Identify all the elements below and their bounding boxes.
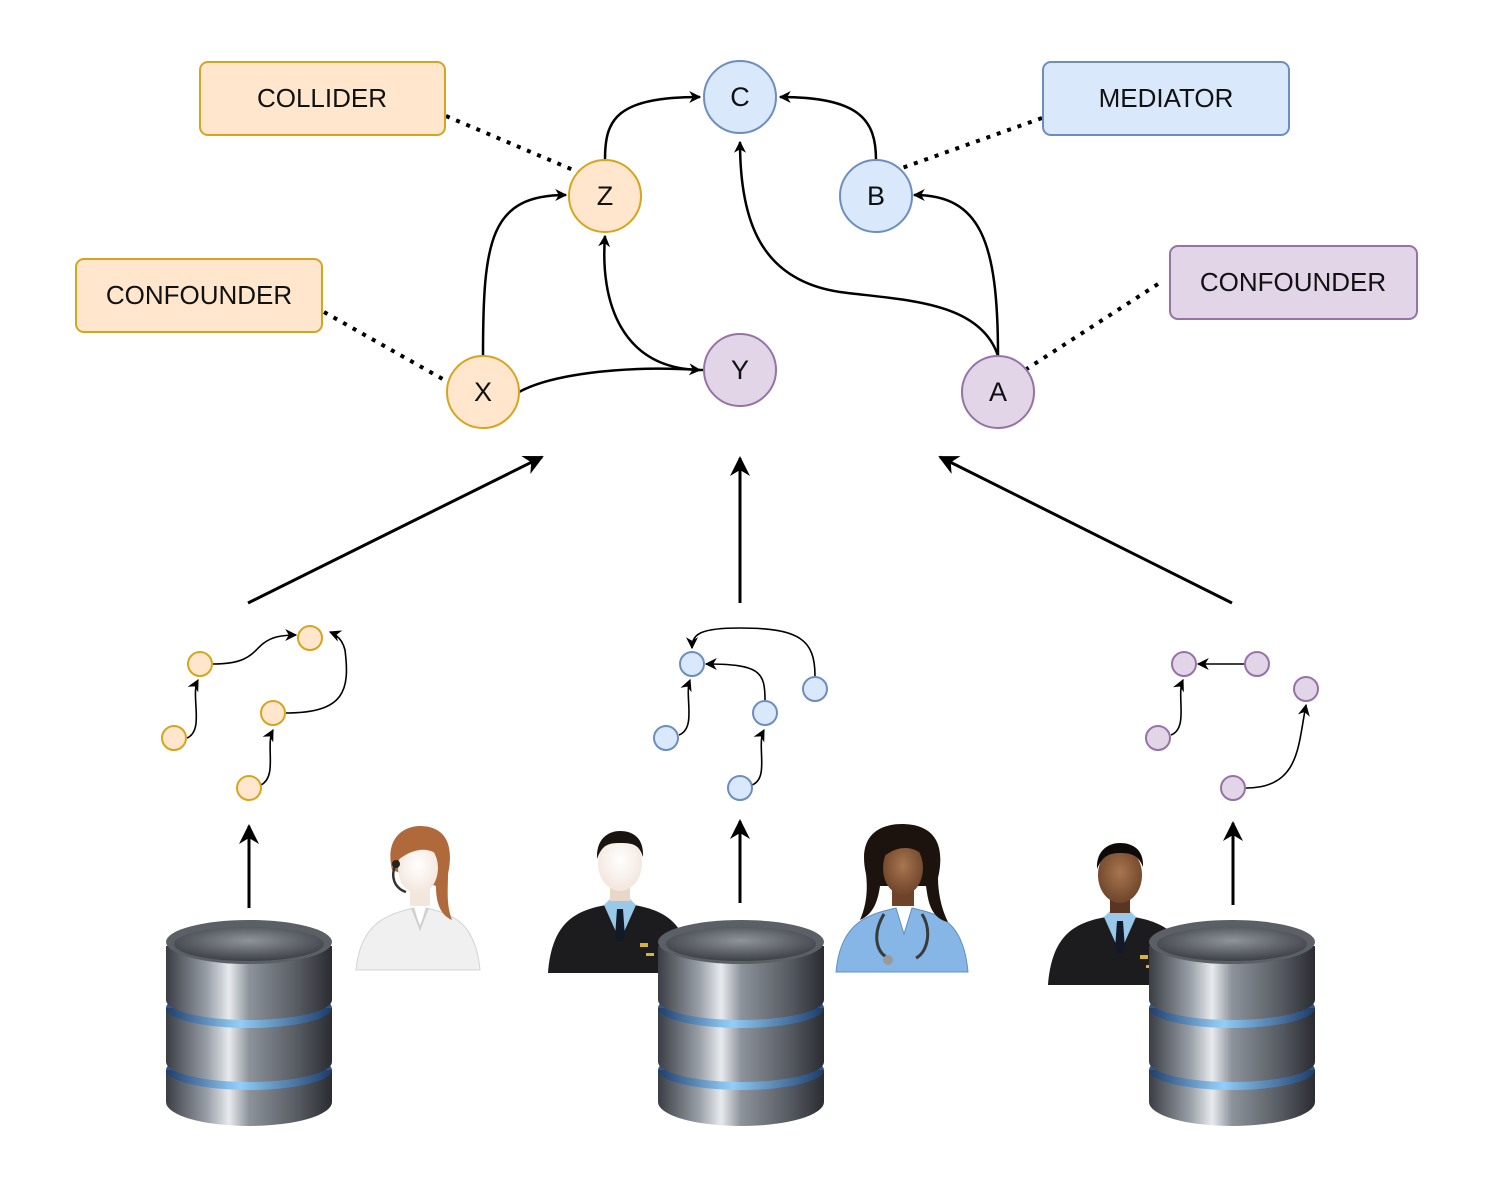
- local-node: [1244, 651, 1270, 677]
- database-icon: [1149, 920, 1315, 1126]
- node-z: Z: [568, 159, 642, 233]
- local-node: [1145, 725, 1171, 751]
- node-c: C: [703, 60, 777, 134]
- edge-x-to-y: [518, 363, 702, 394]
- local-node: [297, 625, 323, 651]
- mediator-label-box: MEDIATOR: [1042, 61, 1290, 136]
- edge-a-to-b: [912, 189, 1000, 357]
- confounder-left-label-box: CONFOUNDER: [75, 258, 323, 333]
- left-aggregation-arrow: [247, 455, 544, 605]
- local-graph-purple: [1145, 651, 1319, 801]
- local-node: [187, 651, 213, 677]
- node-b: B: [839, 159, 913, 233]
- confounder-left-label: CONFOUNDER: [106, 280, 292, 310]
- local-node: [802, 676, 828, 702]
- edge-x-to-z: [481, 189, 568, 357]
- node-c-label: C: [730, 82, 750, 112]
- database-arrows: [239, 819, 1243, 908]
- edge-a-to-c: [734, 140, 1000, 357]
- database-icon: [166, 920, 332, 1126]
- local-node: [1171, 651, 1197, 677]
- local-node: [752, 700, 778, 726]
- confounder-right-label: CONFOUNDER: [1200, 267, 1386, 297]
- edge-z-to-c: [603, 91, 702, 161]
- node-z-label: Z: [597, 181, 614, 211]
- node-a-label: A: [989, 377, 1007, 407]
- aggregation-arrows: [247, 455, 1233, 605]
- local-node: [1220, 775, 1246, 801]
- local-node: [653, 725, 679, 751]
- doctor-woman-person-icon: [835, 824, 969, 973]
- edge-b-to-c: [778, 91, 878, 161]
- dag-edges: [481, 91, 1000, 394]
- local-node: [260, 700, 286, 726]
- mediator-label: MEDIATOR: [1099, 83, 1234, 113]
- local-node: [1293, 676, 1319, 702]
- woman-headset-person-icon: [355, 826, 481, 971]
- confounder-right-connector: [1020, 282, 1160, 374]
- local-node: [679, 651, 705, 677]
- local-node: [236, 775, 262, 801]
- local-node: [727, 775, 753, 801]
- node-x-label: X: [474, 377, 492, 407]
- collider-label: COLLIDER: [257, 83, 387, 113]
- edge-y-to-z: [598, 234, 704, 372]
- confounder-left-connector: [323, 310, 449, 384]
- database-icon: [658, 920, 824, 1126]
- confounder-right-label-box: CONFOUNDER: [1169, 245, 1418, 320]
- label-connectors: [323, 114, 1160, 384]
- node-a: A: [961, 355, 1035, 429]
- node-y-label: Y: [731, 355, 749, 385]
- right-aggregation-arrow: [938, 455, 1233, 605]
- node-b-label: B: [867, 181, 885, 211]
- collider-connector: [445, 114, 579, 174]
- local-graph-blue: [653, 627, 828, 801]
- local-graph-orange: [161, 625, 348, 801]
- collider-label-box: COLLIDER: [199, 61, 446, 136]
- node-x: X: [446, 355, 520, 429]
- local-node: [161, 725, 187, 751]
- mediator-connector: [901, 116, 1043, 170]
- node-y: Y: [703, 333, 777, 407]
